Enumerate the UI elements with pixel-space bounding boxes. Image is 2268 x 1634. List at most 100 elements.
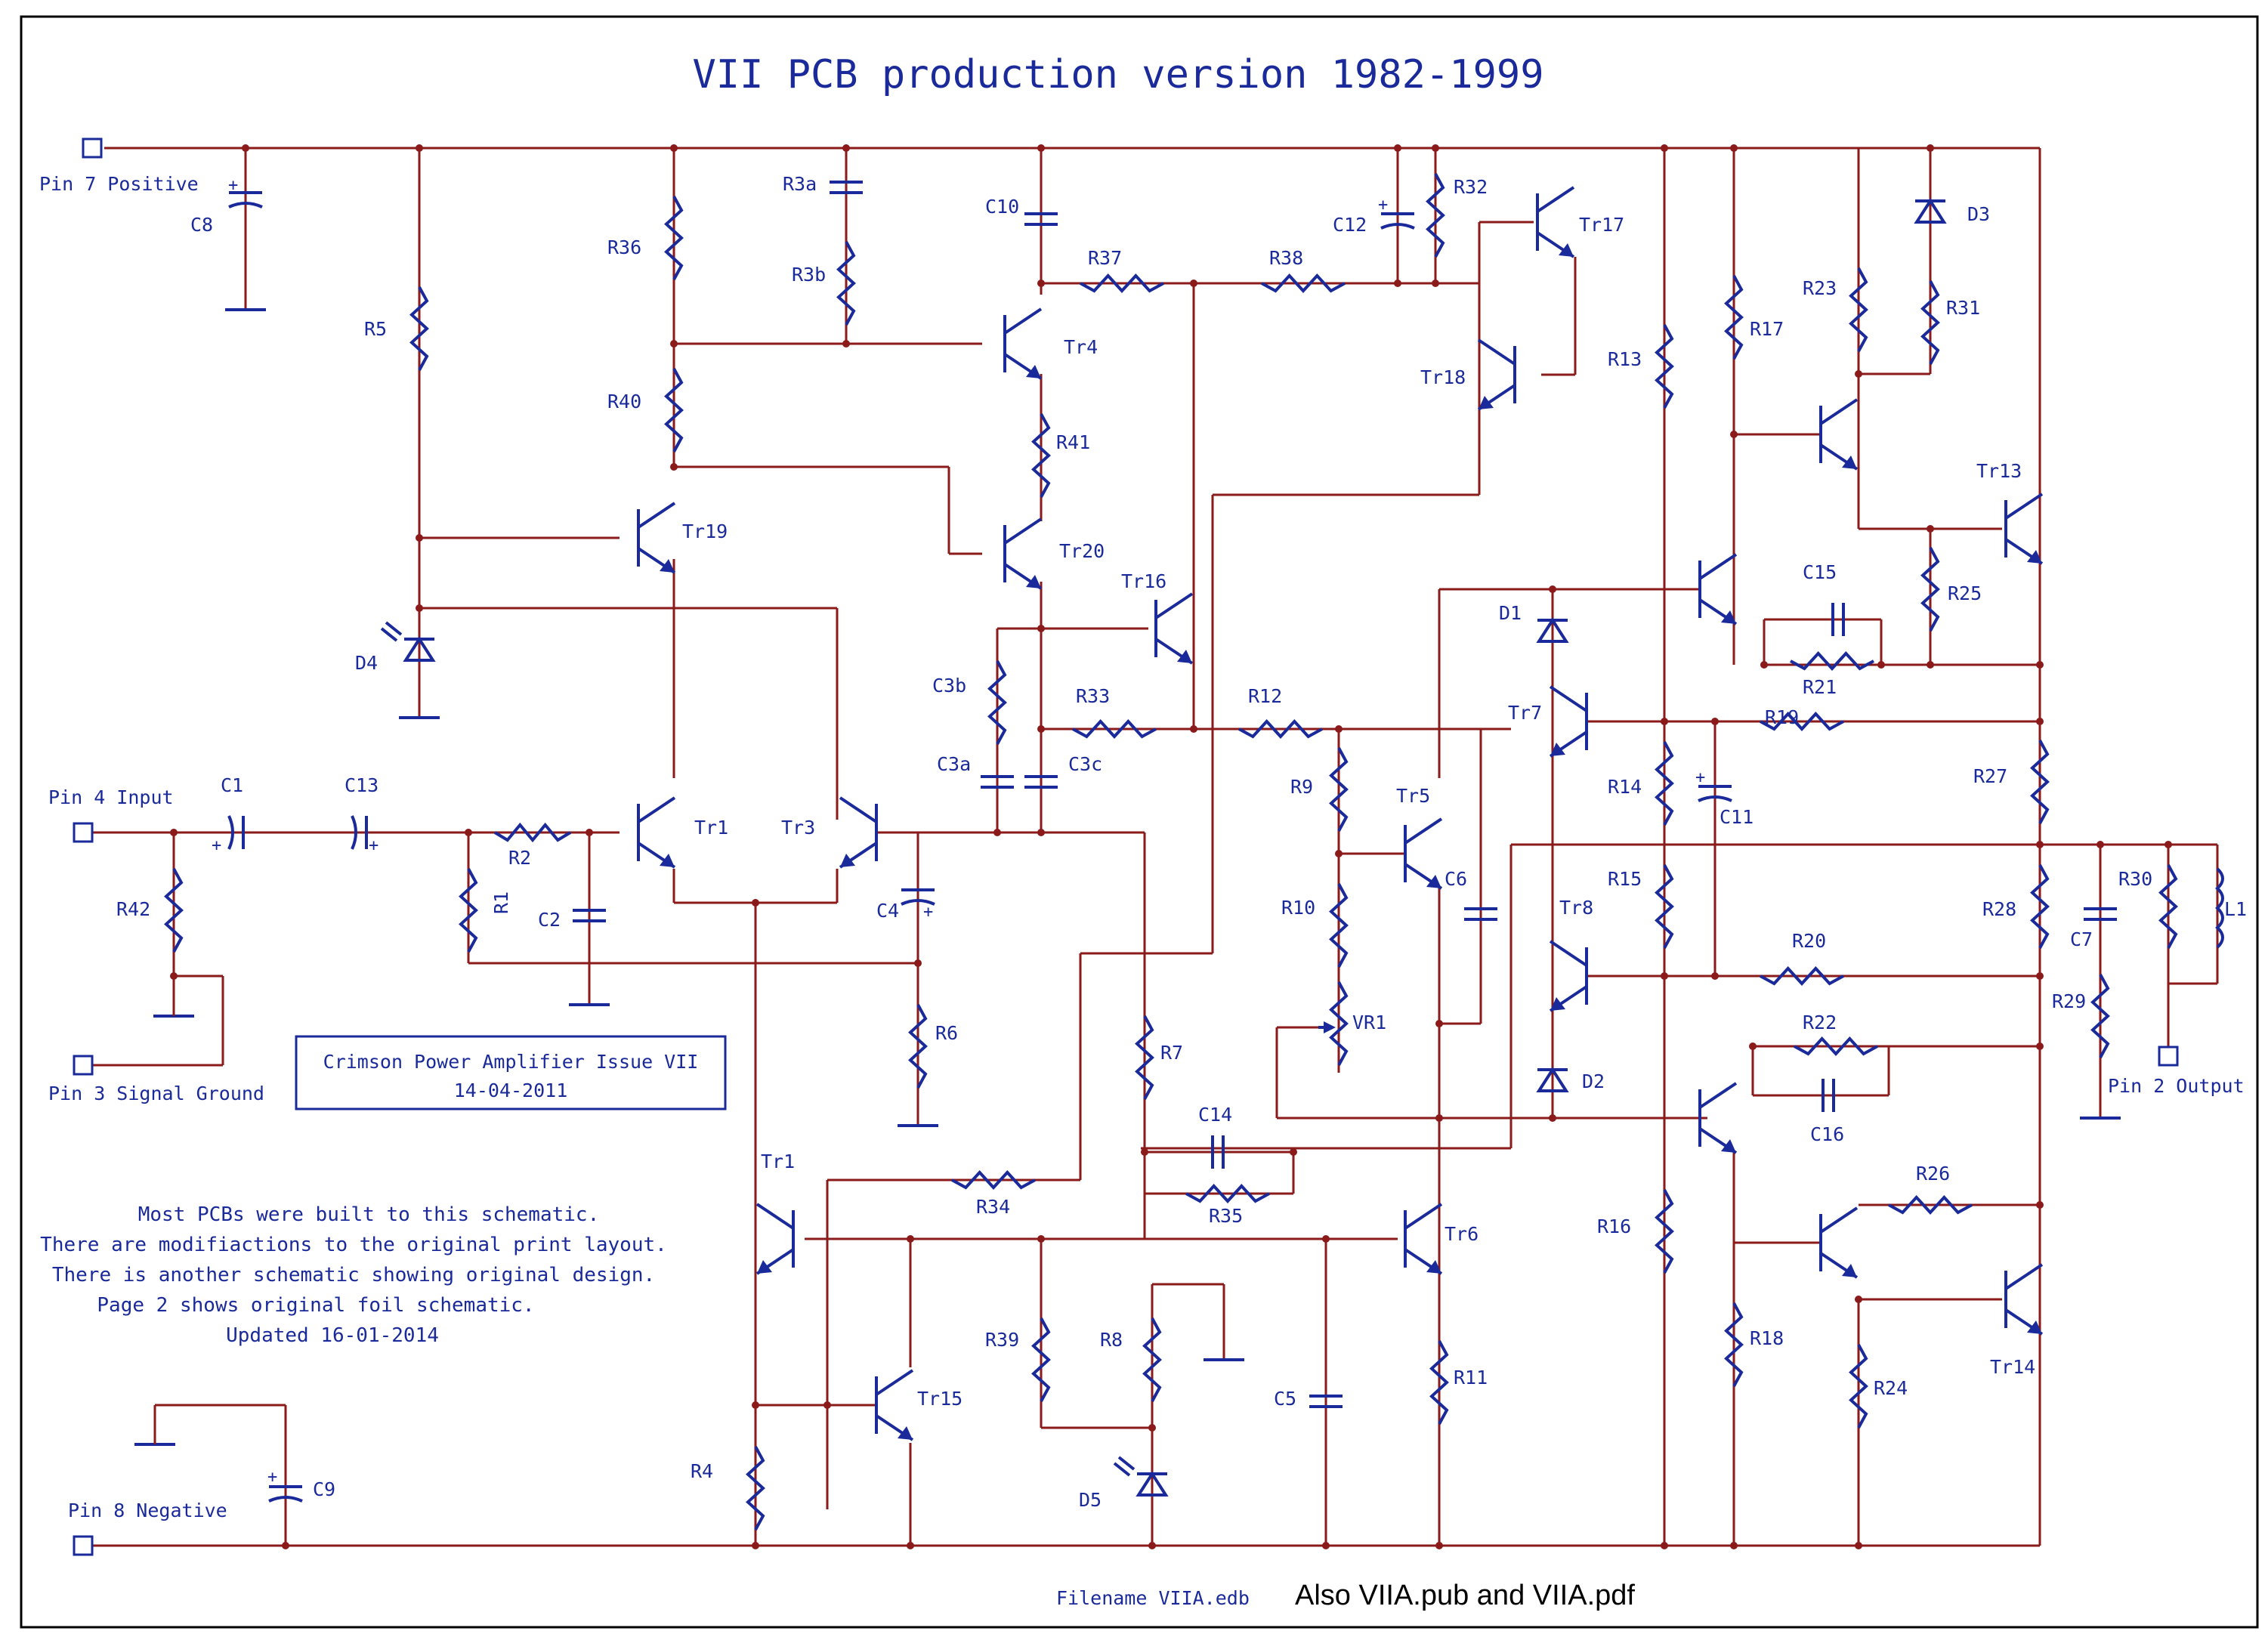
label-R24: R24 — [1874, 1377, 1908, 1399]
label-D1: D1 — [1499, 602, 1522, 624]
label-R40: R40 — [607, 391, 641, 412]
plus-C13: + — [369, 836, 379, 855]
inductor-L1 — [2215, 867, 2224, 949]
diode-D3 — [1914, 198, 1947, 224]
resistor-R18 — [1724, 1302, 1744, 1387]
label-Tr17: Tr17 — [1579, 214, 1624, 236]
resistor-R34 — [951, 1170, 1036, 1190]
label-C3a: C3a — [937, 753, 971, 775]
capacitor-C2 — [573, 909, 606, 922]
component-labels: Pin 7 Positive Pin 4 Input Pin 3 Signal … — [39, 173, 2247, 1521]
capacitor-C13 — [351, 815, 368, 850]
transistor-Tr13 — [2004, 493, 2044, 565]
pin2-terminal — [2158, 1046, 2179, 1067]
note-line-5: Updated 16-01-2014 — [226, 1324, 439, 1347]
label-D5: D5 — [1079, 1489, 1102, 1511]
pin-terminals — [73, 137, 2179, 1556]
capacitor-C16 — [1822, 1079, 1835, 1112]
resistor-R11 — [1429, 1340, 1449, 1425]
label-R12: R12 — [1248, 685, 1282, 707]
capacitor-C1 — [227, 815, 245, 850]
resistor-R24 — [1849, 1344, 1868, 1429]
label-R29: R29 — [2052, 990, 2086, 1012]
resistor-R2 — [493, 822, 572, 843]
title-block-date: 14-04-2011 — [454, 1080, 568, 1101]
resistor-R38 — [1261, 273, 1346, 293]
label-R4: R4 — [691, 1460, 713, 1482]
pin4-label: Pin 4 Input — [48, 786, 174, 808]
resistor-R3b — [836, 241, 856, 326]
label-R41: R41 — [1056, 431, 1090, 453]
label-R7: R7 — [1160, 1042, 1183, 1064]
resistor-R12 — [1238, 719, 1323, 739]
resistor-R37 — [1080, 273, 1164, 293]
label-R16: R16 — [1597, 1215, 1631, 1237]
label-R20: R20 — [1792, 930, 1826, 952]
note-line-3: There is another schematic showing origi… — [52, 1264, 655, 1287]
label-C16: C16 — [1810, 1123, 1844, 1145]
note-line-2: There are modifiactions to the original … — [40, 1234, 667, 1256]
plus-C12: + — [1378, 196, 1388, 215]
resistor-R13 — [1655, 324, 1674, 409]
label-R32: R32 — [1454, 176, 1488, 198]
title-block: Crimson Power Amplifier Issue VII 14-04-… — [295, 1035, 727, 1110]
label-C6: C6 — [1445, 868, 1467, 890]
diode-D1 — [1536, 617, 1569, 643]
transistor-Tr20 — [1003, 517, 1043, 590]
label-VR1: VR1 — [1352, 1012, 1386, 1033]
resistor-R8 — [1142, 1317, 1162, 1402]
note-line-1: Most PCBs were built to this schematic. — [138, 1203, 599, 1226]
resistor-R41 — [1031, 413, 1051, 498]
capacitor-C9 — [268, 1485, 303, 1503]
label-R10: R10 — [1281, 897, 1315, 919]
label-R8: R8 — [1100, 1329, 1123, 1351]
transistor-Tr18 — [1477, 338, 1516, 411]
polarity-marks: + + + + + + + — [212, 176, 1705, 1487]
transistor-Tr-pre-top — [1819, 398, 1859, 471]
diode-D5 — [1113, 1456, 1169, 1497]
resistor-R21 — [1790, 651, 1874, 671]
label-R14: R14 — [1608, 776, 1642, 798]
resistor-R6 — [908, 1004, 928, 1089]
potentiometer-VR1 — [1329, 981, 1349, 1066]
capacitor-C6 — [1464, 907, 1497, 921]
label-Tr13: Tr13 — [1976, 460, 2022, 482]
pin3-terminal — [73, 1055, 94, 1076]
label-D4: D4 — [355, 652, 378, 674]
transistor-Tr8 — [1549, 940, 1588, 1012]
label-C14: C14 — [1198, 1104, 1232, 1126]
label-R1: R1 — [490, 891, 512, 914]
resistor-R23 — [1849, 267, 1868, 352]
transistor-Tr19 — [637, 502, 676, 574]
pin7-terminal — [82, 137, 103, 159]
transistor-Tr5 — [1404, 817, 1443, 890]
label-Tr18: Tr18 — [1420, 366, 1466, 388]
resistor-R27 — [2030, 740, 2050, 824]
label-R17: R17 — [1750, 318, 1784, 340]
resistor-R4 — [746, 1446, 765, 1531]
potentiometer-VR1-wiper — [1318, 1021, 1336, 1033]
capacitor-C15 — [1831, 603, 1845, 636]
resistor-R29 — [2090, 974, 2110, 1058]
label-Tr14: Tr14 — [1990, 1356, 2035, 1378]
resistor-R35 — [1185, 1184, 1270, 1203]
label-Tr20: Tr20 — [1059, 540, 1105, 562]
label-R25: R25 — [1948, 582, 1982, 604]
resistor-R10 — [1329, 883, 1349, 968]
label-Tr3: Tr3 — [781, 817, 815, 839]
label-C15: C15 — [1803, 561, 1837, 583]
title-block-name: Crimson Power Amplifier Issue VII — [323, 1051, 699, 1073]
label-R23: R23 — [1803, 277, 1837, 299]
resistor-R19 — [1760, 712, 1844, 731]
label-C10: C10 — [985, 196, 1019, 218]
resistor-R15 — [1655, 864, 1674, 949]
schematic-title: VII PCB production version 1982-1999 — [692, 52, 1543, 97]
plus-C9: + — [267, 1468, 277, 1487]
capacitor-C12 — [1380, 212, 1415, 230]
transistor-Tr-pre-bot — [1819, 1206, 1859, 1279]
capacitor-C14 — [1211, 1135, 1225, 1169]
label-R13: R13 — [1608, 348, 1642, 370]
resistor-R28 — [2030, 864, 2050, 949]
label-R9: R9 — [1290, 776, 1313, 798]
transistor-Tr14 — [2004, 1263, 2044, 1336]
